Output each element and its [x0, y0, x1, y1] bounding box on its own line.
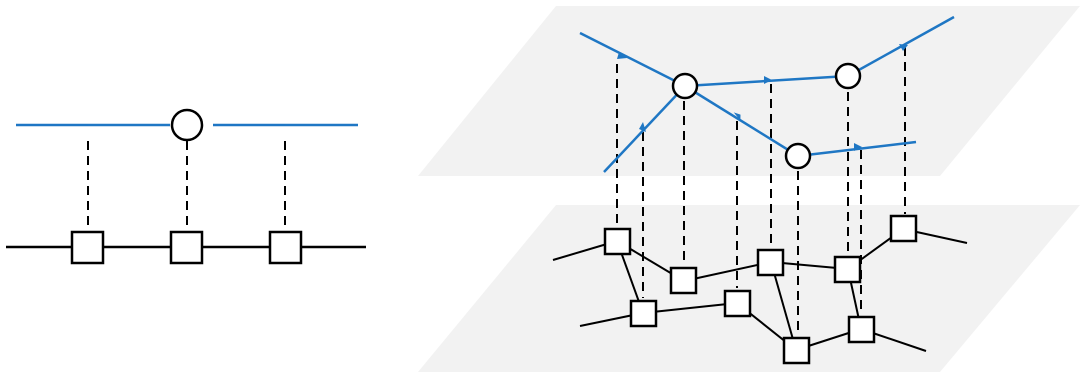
right-panel	[418, 6, 1080, 372]
left-bottom-node-1	[70, 230, 105, 265]
right-dashed-connectors	[616, 47, 906, 335]
left-bottom-node-3	[268, 230, 303, 265]
left-top-node	[170, 108, 204, 142]
right-bottom-node-9	[782, 336, 811, 365]
right-bottom-nodes	[603, 214, 918, 365]
right-bottom-node-1	[603, 227, 632, 256]
right-bottom-node-8	[847, 315, 876, 344]
right-bottom-node-4	[723, 289, 752, 318]
lower-plane	[418, 205, 1080, 372]
upper-plane	[418, 6, 1080, 176]
right-top-node-3	[784, 142, 812, 170]
right-bottom-node-2	[669, 266, 698, 295]
left-panel	[6, 108, 366, 265]
right-bottom-node-7	[889, 214, 918, 243]
right-bottom-node-3	[629, 299, 658, 328]
right-bottom-node-6	[833, 255, 862, 284]
left-bottom-node-2	[169, 230, 204, 265]
right-top-node-1	[671, 72, 699, 100]
right-bottom-node-5	[756, 248, 785, 277]
right-flow-arrows	[617, 44, 908, 151]
right-top-node-2	[834, 62, 862, 90]
